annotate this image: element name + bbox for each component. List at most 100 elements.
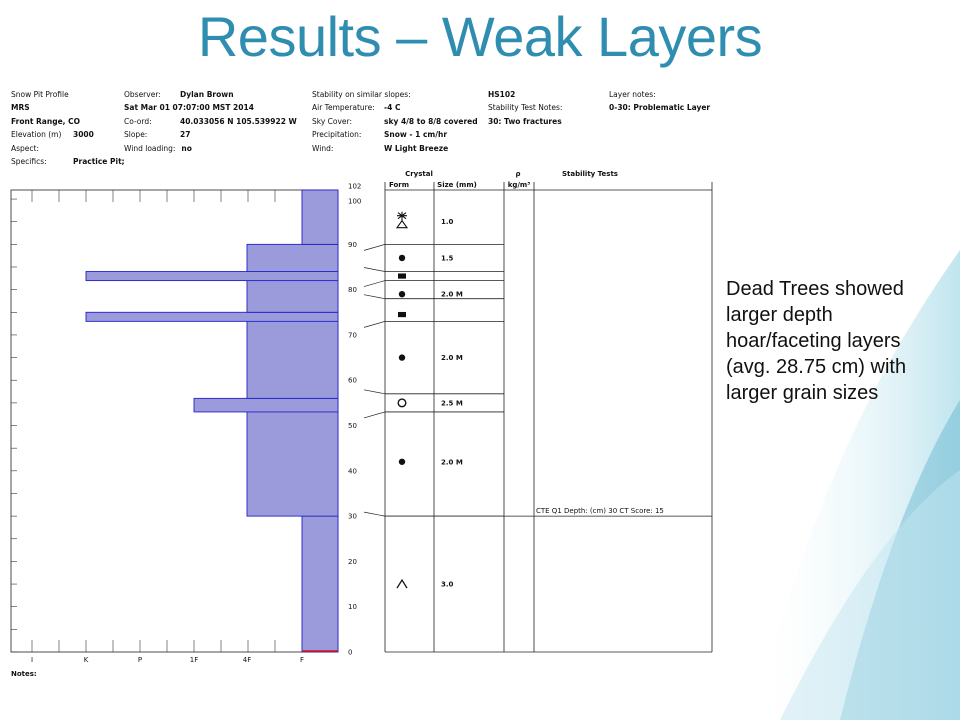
header-row: Stability Test Notes: — [488, 103, 562, 116]
crystal-size-label: 2.5 M — [441, 399, 463, 407]
notes-label: Notes: — [11, 670, 37, 678]
header-label: Precipitation: — [312, 130, 362, 140]
header-value: Snow - 1 cm/hr — [384, 130, 448, 140]
height-tick-label: 50 — [348, 422, 357, 430]
height-tick-label: 80 — [348, 286, 357, 294]
height-tick-label: 20 — [348, 558, 357, 566]
layer-connector — [363, 280, 386, 287]
crystal-size-label: 2.0 M — [441, 458, 463, 466]
header-label: Slope: — [124, 130, 148, 140]
header-row: Slope: 27 — [124, 130, 297, 143]
hardness-bar — [246, 311, 339, 399]
layer-connector — [363, 294, 386, 300]
header-row: Snow Pit Profile — [11, 90, 125, 103]
header-label: Air Temperature: — [312, 103, 375, 113]
rho-header: ρ — [515, 170, 520, 178]
hardness-scale-label: 4F — [243, 656, 251, 664]
hardness-scale-label: F — [300, 656, 304, 664]
crystal-size-label: 1.0 — [441, 218, 454, 226]
header-row: Specifics:Practice Pit; — [11, 157, 125, 170]
crystal-size-label: 2.0 M — [441, 291, 463, 299]
header-value: Front Range, CO — [11, 116, 81, 126]
header-row: Observer:Dylan Brown — [124, 90, 297, 103]
header-value: MRS — [11, 103, 30, 113]
hardness-bar — [246, 280, 339, 313]
faceted-grain-icon — [397, 398, 407, 408]
rounded-grain-icon — [398, 354, 406, 361]
side-note-line: (avg. 28.75 cm) with — [726, 356, 907, 378]
hardness-bar — [246, 243, 339, 272]
header-row: Wind loading: no — [124, 144, 297, 157]
header-label: Sky Cover: — [312, 116, 353, 126]
rounded-grain-icon — [398, 458, 406, 465]
header-label: Aspect: — [11, 143, 40, 153]
layer-connector — [363, 267, 386, 272]
header-value: Sat Mar 01 07:07:00 MST 2014 — [124, 103, 254, 113]
header-label: Co-ord: — [124, 116, 152, 126]
hardness-scale-label: I — [31, 656, 33, 664]
melt-crust-icon — [398, 273, 406, 279]
side-note-line: larger depth — [726, 304, 833, 326]
header-label: Elevation (m) — [11, 130, 62, 140]
header-row: 30: Two fractures — [488, 117, 562, 130]
decorative-wave-background — [750, 250, 960, 720]
header-value: sky 4/8 to 8/8 covered — [384, 116, 478, 126]
layer-connector — [363, 411, 386, 419]
rounded-grain-icon — [398, 290, 406, 298]
layer-connector — [363, 321, 386, 328]
header-label: Observer: — [124, 90, 161, 99]
header-row: 0-30: Problematic Layer — [609, 103, 710, 116]
hardness-scale-label: 1F — [190, 656, 198, 664]
stability-test-label: CTE Q1 Depth: (cm) 30 CT Score: 15 — [536, 507, 664, 515]
hardness-bar — [246, 397, 339, 517]
side-note-line: Dead Trees showed — [726, 278, 904, 300]
form-header: Form — [389, 181, 409, 189]
height-tick-label: 0 — [348, 649, 352, 657]
header-row: Sky Cover: sky 4/8 to 8/8 covered — [312, 117, 478, 130]
hardness-scale-label: K — [84, 656, 89, 664]
header-column: Stability on similar slopes: Air Temperat… — [312, 90, 478, 157]
header-value: 40.033056 N 105.539922 W — [180, 116, 297, 126]
header-label: Stability Test Notes: — [488, 103, 563, 113]
height-tick-label: 40 — [348, 467, 357, 475]
density-header: kg/m³ — [508, 181, 531, 189]
layer-connector — [363, 511, 386, 517]
header-value: 3000 — [73, 130, 94, 140]
hardness-bar — [301, 515, 339, 653]
wind-packed-icon — [395, 211, 409, 229]
size-header: Size (mm) — [437, 181, 477, 189]
header-value: 0-30: Problematic Layer — [609, 103, 711, 113]
height-tick-label: 10 — [348, 603, 357, 611]
header-label: Wind loading: — [124, 143, 176, 153]
height-tick-label: 70 — [348, 331, 357, 339]
height-tick-label: 30 — [348, 513, 357, 521]
melt-crust-icon — [398, 311, 406, 318]
header-row: Aspect: — [11, 144, 125, 157]
header-label: Layer notes: — [609, 90, 656, 99]
hardness-bar — [85, 311, 339, 322]
header-column: Layer notes: 0-30: Problematic Layer — [609, 90, 710, 117]
header-row: Elevation (m) 3000 — [11, 130, 125, 143]
side-note-line: larger grain sizes — [726, 382, 879, 404]
header-value: 27 — [180, 130, 191, 140]
side-note-line: hoar/faceting layers — [726, 330, 901, 352]
layer-connector — [363, 389, 386, 395]
crystal-size-label: 2.0 M — [441, 354, 463, 362]
height-tick-label: 90 — [348, 241, 357, 249]
layer-connector — [363, 244, 386, 251]
crystal-header: Crystal — [405, 170, 433, 178]
hardness-bar — [193, 397, 339, 413]
hardness-bar — [85, 271, 339, 282]
header-row: Layer notes: — [609, 90, 710, 103]
side-note: Dead Trees showed larger depth hoar/face… — [726, 276, 951, 406]
header-value: Practice Pit; — [73, 156, 125, 166]
header-label: Stability on similar slopes: — [312, 90, 411, 99]
header-row: MRS — [11, 103, 125, 116]
header-value: no — [181, 143, 192, 153]
header-value: 30: Two fractures — [488, 116, 562, 126]
